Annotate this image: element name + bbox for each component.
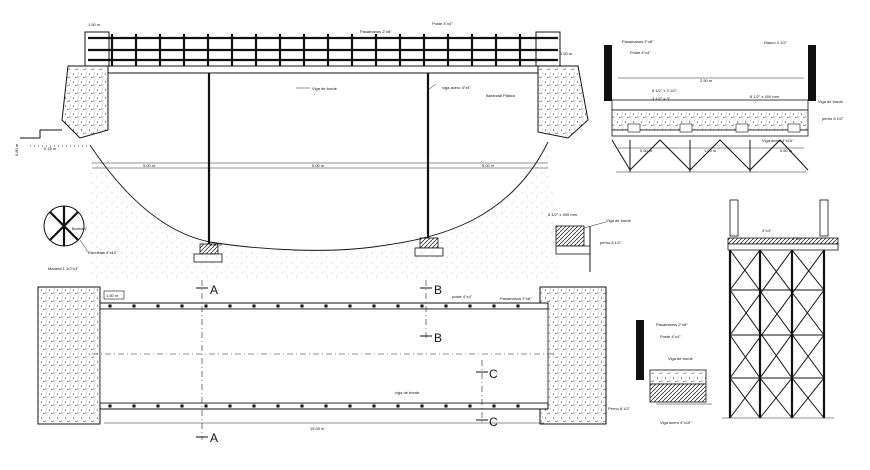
plan-post-marker (444, 304, 448, 308)
connection-detail: 8 1/2" x 400 mm Viga de borde perno 8 1/… (548, 212, 632, 272)
detail-viga-label: Viga de borde (606, 218, 632, 223)
plan-post-marker (228, 404, 232, 408)
xs-viga-acero-label: Viga acero 4"x10" (762, 138, 794, 143)
plan-post-marker (420, 304, 424, 308)
plan-post-marker (108, 304, 112, 308)
plan-post-marker (252, 304, 256, 308)
plan-post-marker (300, 304, 304, 308)
plan-post-marker (252, 404, 256, 408)
plan-post-marker (228, 304, 232, 308)
plan-post-marker (276, 404, 280, 408)
circle-label-bottom: Madera 1 1/2"x3" (48, 266, 79, 271)
plan-view: 15.00 m 1.50 m poste 4"x4" Pasamanos 2"x… (37, 280, 607, 445)
xs-dim-b: 1.00 m (704, 148, 717, 153)
poste-label: Poste 4"x4" (432, 21, 453, 26)
span-center-label: 5.00 m (312, 163, 325, 168)
plan-length-label: 15.00 m (310, 426, 325, 431)
plan-post-marker (132, 304, 136, 308)
viga-acero-label: viga acero 4"x4" (442, 85, 471, 90)
span-left-label: 5.00 m (143, 163, 156, 168)
xs-width-label: 2.50 m (700, 78, 713, 83)
elevation-view: 5.00 m 5.00 m 5.00 m 1.50 m 1.50 m Pasam… (14, 21, 589, 280)
plan-post-marker (348, 404, 352, 408)
plan-post-marker (372, 404, 376, 408)
left-sub-label: 0.15 m (44, 146, 57, 151)
xs-diagonal-label: Diarco 3 1/2" (764, 40, 788, 45)
span-right-label: 5.00 m (482, 163, 495, 168)
plan-post-marker (516, 404, 520, 408)
xs-pasamanos-label: Pasamanos 2"x8" (622, 39, 654, 44)
circle-label-mid: Rondelas 4"x10" (88, 250, 118, 255)
detail-c: Pasamanos 2"x8" Poste 4"x4" Viga de bord… (608, 320, 712, 425)
dc-viga-acero-label: Viga acero 4"x10" (660, 420, 692, 425)
pasamanos-label: Pasamanos 2"x8" (360, 29, 392, 34)
section-c-bottom: C (489, 415, 498, 429)
xs-dim-c: 0.60 m (780, 148, 793, 153)
plan-post-marker (396, 304, 400, 308)
truss-section: 4"x4" 4"x4" (722, 199, 839, 419)
section-b-bottom: B (434, 331, 442, 345)
xs-poste-label: Poste 4"x4" (630, 50, 651, 55)
left-small-label: 1.50 m (88, 22, 101, 27)
detail-circle: Bomba 4" Rondelas 4"x10" Madera 1 1/2"x3… (43, 205, 118, 271)
deck-beam (91, 65, 553, 74)
plan-post-marker (108, 404, 112, 408)
xs-bolt3-label: 8 1/2" x 400 mm (750, 94, 780, 99)
dc-pasamanos-label: Pasamanos 2"x8" (656, 322, 688, 327)
right-small-label: 1.50 m (560, 51, 573, 56)
plan-post-marker (324, 404, 328, 408)
plan-post-marker (324, 304, 328, 308)
plan-post-marker (348, 304, 352, 308)
plan-post-marker (492, 304, 496, 308)
detail-bolt-label: 8 1/2" x 400 mm (548, 212, 578, 217)
truss-deck-label: 4"x4" (792, 236, 802, 241)
left-height-label: 0.80 m (14, 143, 19, 156)
truss-top-label: 4"x4" (762, 228, 772, 233)
right-abutment (537, 65, 589, 139)
plan-post-marker (468, 304, 472, 308)
cross-section-a: 2.50 m Pasamanos 2"x8" Poste 4"x4" Diarc… (604, 39, 844, 173)
plan-post-marker (204, 304, 208, 308)
plan-post-marker (180, 304, 184, 308)
plan-post-marker (468, 404, 472, 408)
detail-perno-label: perno 8 1/2" (600, 240, 622, 245)
section-a-top: A (210, 283, 218, 297)
section-a-bottom: A (210, 431, 218, 445)
xs-bolt2-label: 3 1/2" x 3" (652, 96, 671, 101)
xs-bolt1-label: 8 1/2" x 3 1/2" (652, 88, 677, 93)
plan-post-marker (444, 404, 448, 408)
viga-borde-label: Viga de borde (312, 86, 338, 91)
plan-post-marker (420, 404, 424, 408)
plan-post-marker (204, 404, 208, 408)
dc-perno-label: Perno 8 1/2" (608, 406, 631, 411)
plan-post-marker (156, 304, 160, 308)
plan-post-marker (516, 304, 520, 308)
xs-viga-borde-label: Viga de borde (818, 99, 844, 104)
plan-post-marker (180, 404, 184, 408)
plan-pasamanos-label: Pasamanos 2"x8" (500, 296, 532, 301)
left-abutment (61, 65, 109, 139)
section-b-top: B (434, 283, 442, 297)
plan-post-marker (372, 304, 376, 308)
plan-post-marker (492, 404, 496, 408)
plan-viga-label: viga de borde (395, 390, 420, 395)
baranda-label: Barandal Plático (486, 93, 516, 98)
circle-label-top: Bomba 4" (72, 227, 88, 231)
plan-left-tag: 1.50 m (106, 293, 119, 298)
dc-poste-label: Poste 4"x4" (660, 334, 681, 339)
plan-post-marker (276, 304, 280, 308)
plan-post-marker (132, 404, 136, 408)
plan-post-marker (300, 404, 304, 408)
plan-post-marker (396, 404, 400, 408)
plan-post-marker (156, 404, 160, 408)
xs-perno-label: perno 8 1/2" (822, 116, 844, 121)
dc-viga-label: Viga de borde (668, 356, 694, 361)
section-c-top: C (489, 367, 498, 381)
plan-poste-label: poste 4"x4" (452, 294, 473, 299)
xs-dim-a: 0.60 m (640, 148, 653, 153)
footing-label: 0.80 m (210, 242, 223, 247)
railing (84, 31, 561, 69)
